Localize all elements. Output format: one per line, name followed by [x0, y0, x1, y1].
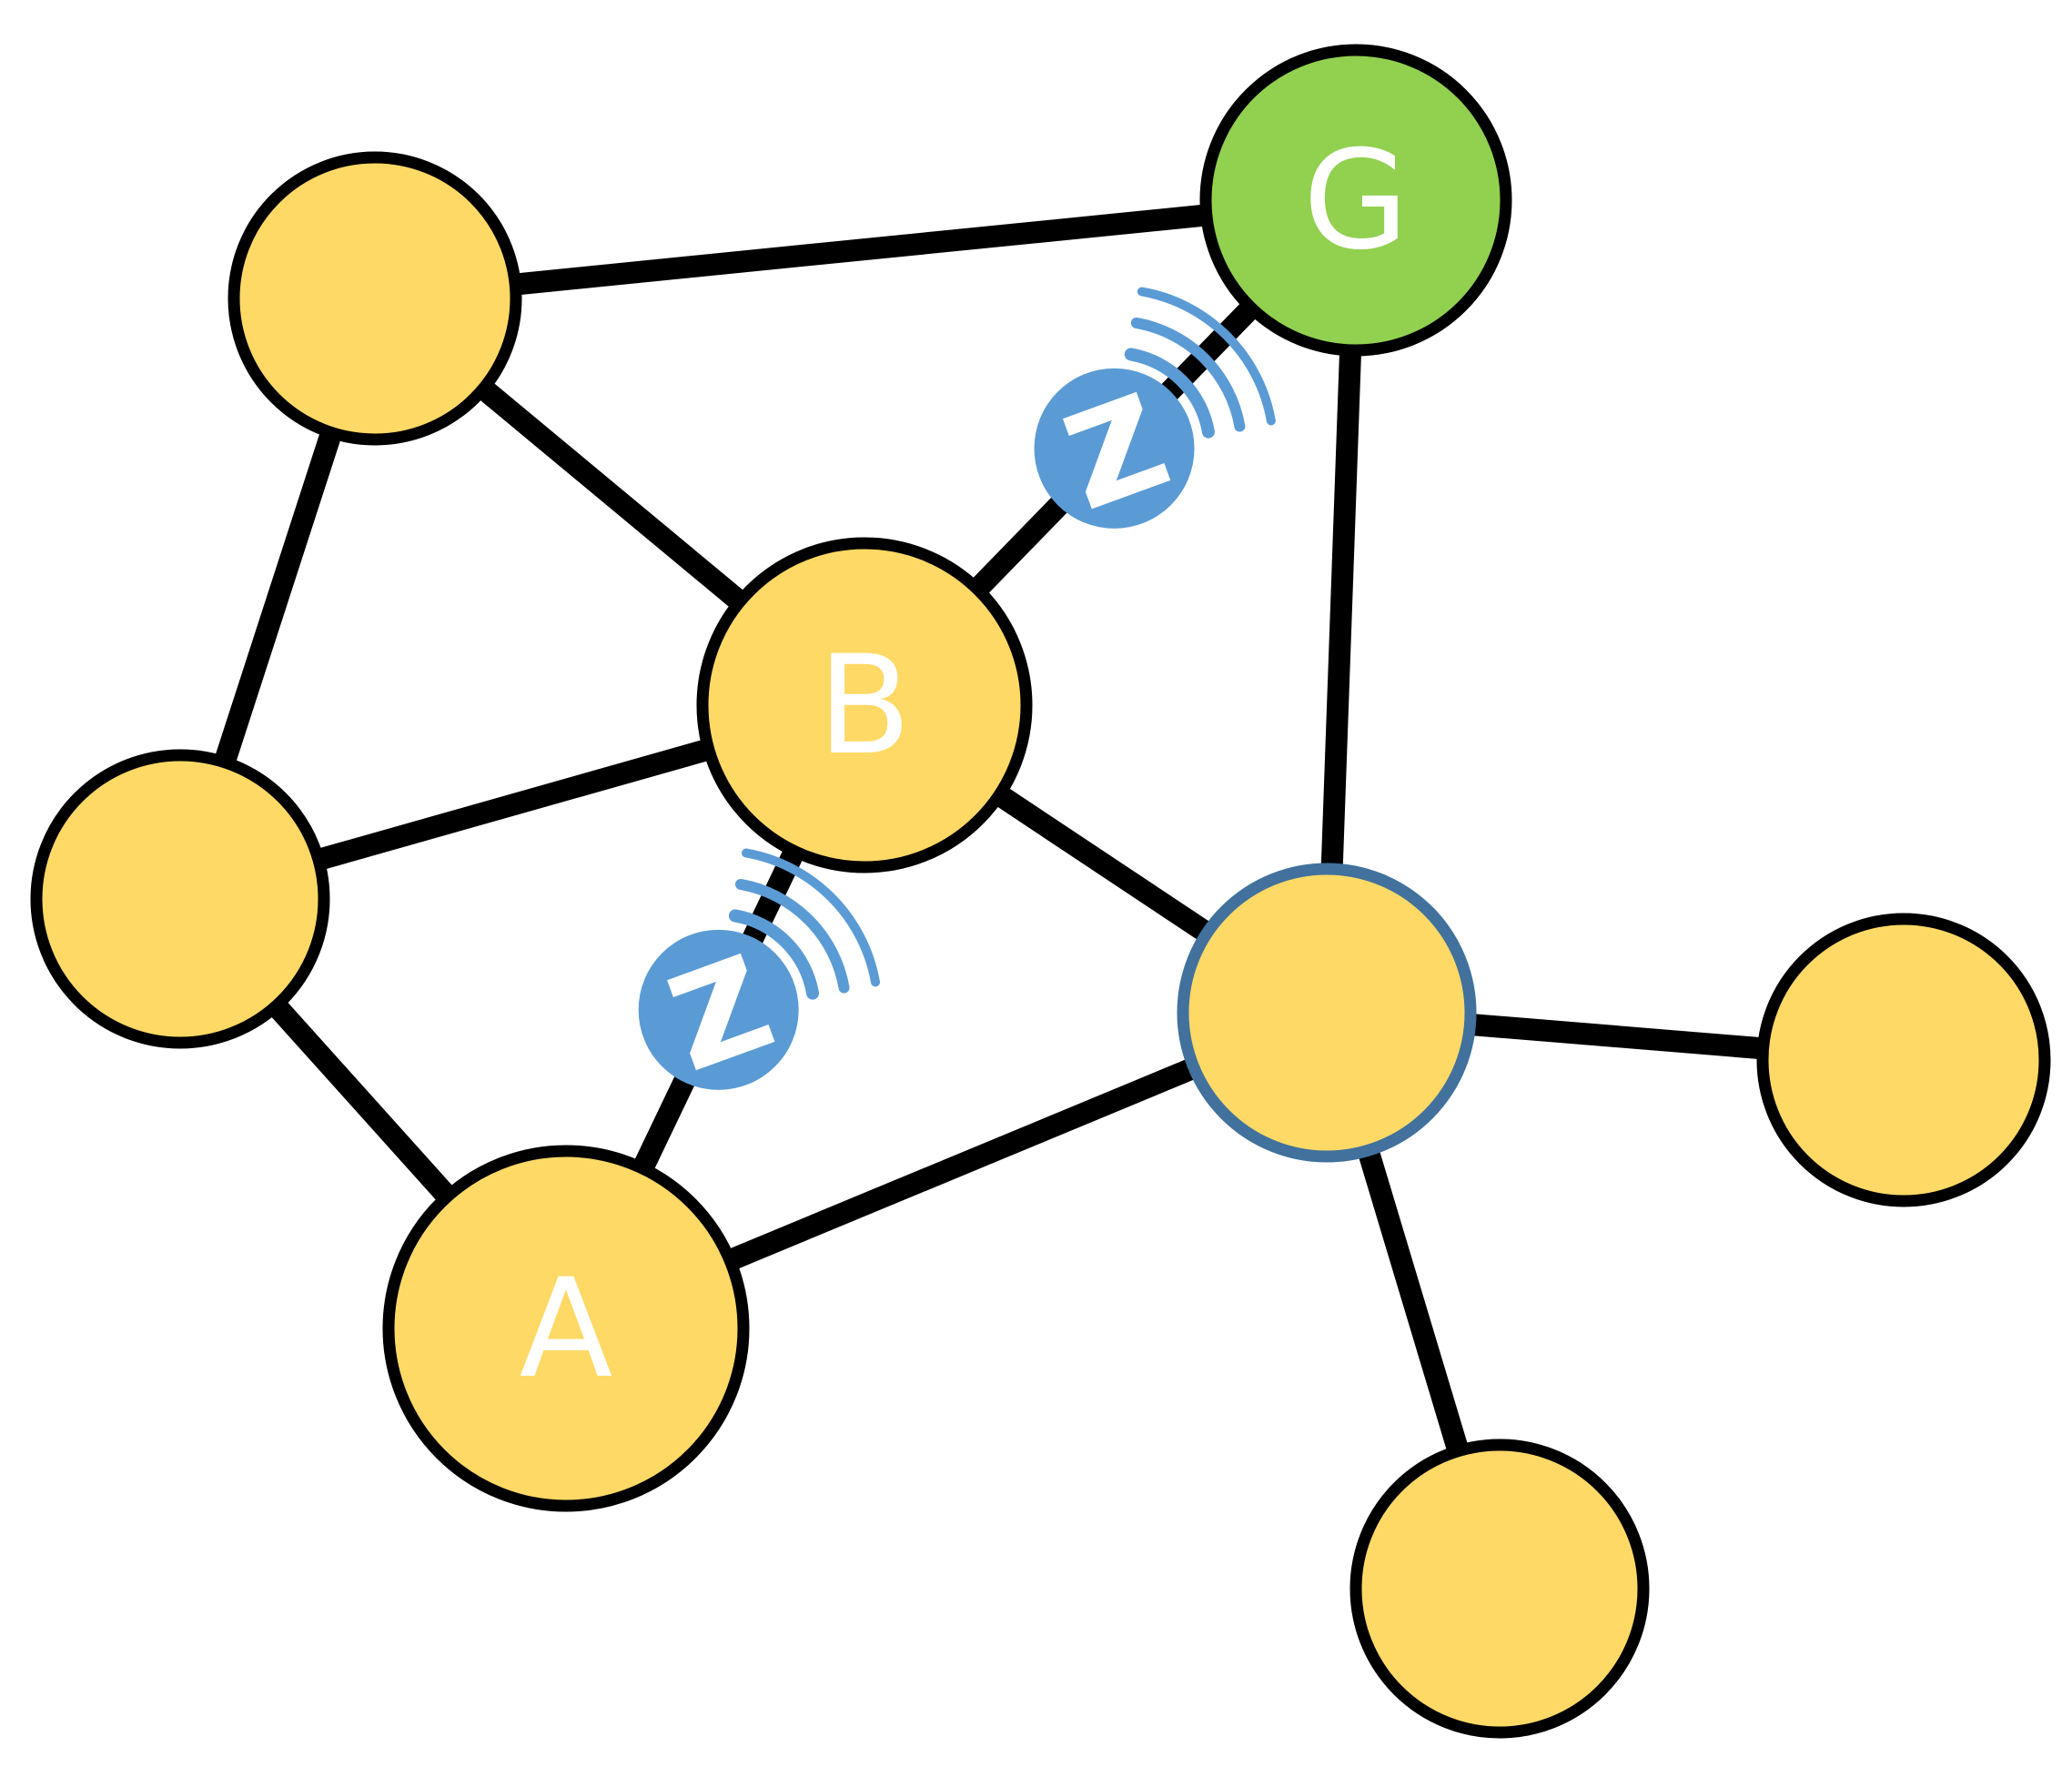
node-circle [1199, 44, 1512, 357]
icons-layer [638, 287, 1276, 1090]
edge-n-top-left-n-gateway [364, 189, 1367, 309]
node-circle [1756, 913, 2051, 1207]
node-circle [382, 1145, 750, 1512]
node-circle [30, 749, 330, 1049]
node-a: A [382, 1145, 750, 1512]
node-b: B [696, 537, 1033, 873]
node-gateway: G [1199, 44, 1512, 357]
node-circle [1349, 1439, 1650, 1739]
node-label: A [520, 1250, 613, 1409]
node-hub [1177, 863, 1477, 1163]
node-label: B [818, 627, 912, 785]
node-top-left [227, 151, 522, 446]
node-left [30, 749, 330, 1049]
node-label: G [1303, 122, 1409, 280]
node-circle [696, 537, 1033, 873]
node-circle [1177, 863, 1477, 1163]
zwave-icon [638, 848, 881, 1090]
zwave-icon [1034, 287, 1276, 529]
nodes-layer: G B A [30, 44, 2051, 1739]
node-circle [227, 151, 522, 446]
node-bottom [1349, 1439, 1650, 1739]
node-right [1756, 913, 2051, 1207]
